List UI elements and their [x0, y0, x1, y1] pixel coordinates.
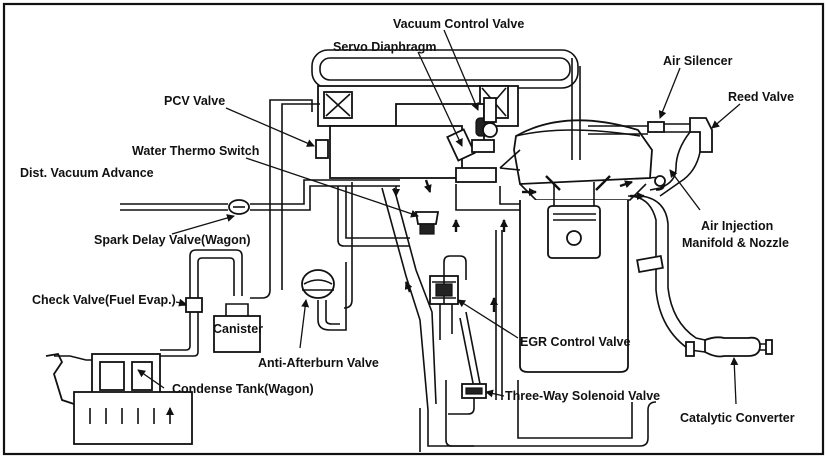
check-valve [180, 297, 203, 313]
label-anti-afterburn-valve: Anti-Afterburn Valve [258, 356, 379, 370]
spark-delay-valve [228, 199, 250, 215]
catalytic-converter [685, 336, 773, 358]
label-condense-tank: Condense Tank(Wagon) [172, 382, 314, 396]
label-spark-delay-valve: Spark Delay Valve(Wagon) [94, 233, 251, 247]
label-reed-valve: Reed Valve [728, 90, 794, 104]
water-thermo-switch [414, 211, 440, 235]
label-air-injection-line1: Air Injection [701, 219, 773, 233]
label-dist-vacuum-advance: Dist. Vacuum Advance [20, 166, 154, 180]
reed-valve [649, 117, 713, 197]
anti-afterburn-valve [301, 269, 335, 299]
label-canister: Canister [213, 322, 263, 336]
labels: Vacuum Control Valve Servo Diaphragm Air… [20, 17, 795, 425]
fuel-tank [45, 353, 193, 445]
label-air-injection-line2: Manifold & Nozzle [682, 236, 789, 250]
label-vacuum-control-valve: Vacuum Control Valve [393, 17, 524, 31]
label-servo-diaphragm: Servo Diaphragm [333, 40, 437, 54]
label-air-silencer: Air Silencer [663, 54, 733, 68]
label-water-thermo-switch: Water Thermo Switch [132, 144, 259, 158]
label-three-way-solenoid-valve: Three-Way Solenoid Valve [505, 389, 660, 403]
vacuum-control-valve [471, 97, 498, 153]
air-silencer [588, 121, 690, 135]
label-check-valve: Check Valve(Fuel Evap.) [32, 293, 176, 307]
air-cleaner-assembly [311, 49, 579, 183]
label-catalytic-converter: Catalytic Converter [680, 411, 795, 425]
diagram-frame [2, 2, 825, 456]
label-egr-control-valve: EGR Control Valve [520, 335, 630, 349]
exhaust-system [627, 195, 706, 353]
three-way-solenoid-valve [461, 383, 487, 399]
vacuum-hoses [120, 58, 657, 452]
leader-lines [137, 29, 741, 405]
pcv-valve [315, 139, 329, 159]
flow-arrows [392, 179, 645, 312]
label-pcv-valve: PCV Valve [164, 94, 225, 108]
canister [213, 303, 261, 353]
air-injection-manifold [649, 175, 666, 191]
condense-tank [91, 353, 161, 395]
engine-block [499, 119, 653, 373]
egr-control-valve [429, 275, 459, 305]
